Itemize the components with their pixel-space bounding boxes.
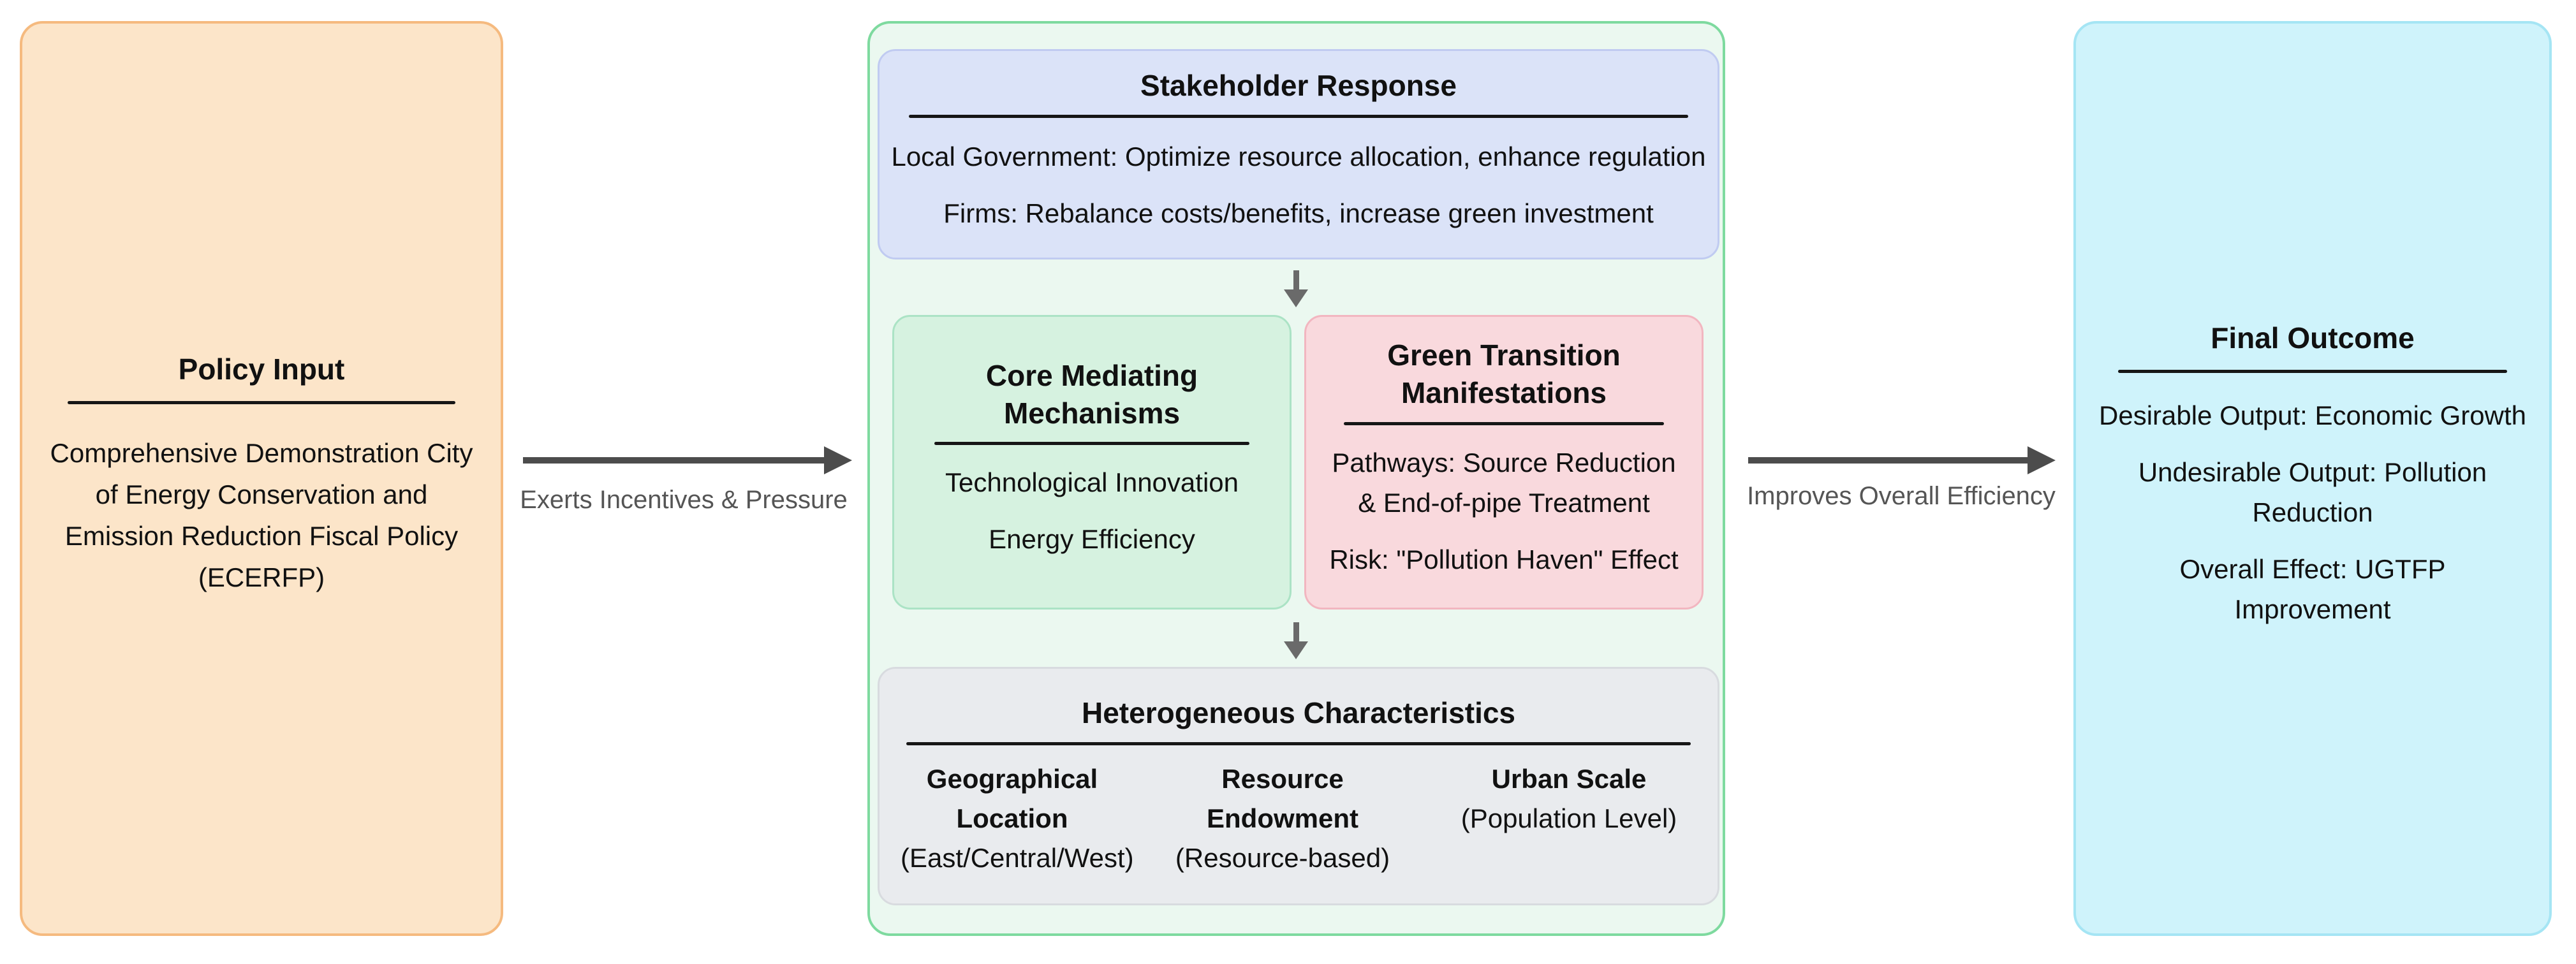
green-transition-box: Green Transition Manifestations Pathways… bbox=[1304, 315, 1704, 610]
arrow-down-icon bbox=[1284, 622, 1308, 659]
arrow-head bbox=[1284, 641, 1308, 659]
hetero-column-urban: Urban Scale (Population Level) bbox=[1441, 759, 1696, 878]
policy-input-title: Policy Input bbox=[178, 352, 345, 386]
arrow-shaft bbox=[1293, 270, 1299, 289]
transition-title-underline bbox=[1344, 421, 1664, 425]
heterogeneous-columns: Geographical Location (East/Central/West… bbox=[890, 759, 1707, 878]
green-transition-title: Green Transition Manifestations bbox=[1387, 339, 1621, 409]
arrow-shaft bbox=[1293, 622, 1299, 641]
core-line-innovation: Technological Innovation bbox=[945, 467, 1239, 498]
transition-line-pathways: Pathways: Source Reduction & End-of-pipe… bbox=[1332, 447, 1676, 518]
arrow-head bbox=[1284, 289, 1308, 307]
heterogeneous-title-underline bbox=[906, 741, 1691, 745]
outcome-title-underline bbox=[2118, 369, 2507, 373]
outcome-line-undesirable: Undesirable Output: Pollution Reduction bbox=[2138, 456, 2487, 527]
stakeholder-response-box: Stakeholder Response Local Government: O… bbox=[878, 49, 1719, 259]
resource-header: Resource Endowment bbox=[1207, 763, 1358, 833]
policy-title-underline bbox=[68, 400, 455, 404]
urban-sub: (Population Level) bbox=[1461, 803, 1677, 833]
policy-input-box: Policy Input Comprehensive Demonstration… bbox=[20, 21, 503, 936]
urban-header: Urban Scale bbox=[1491, 763, 1647, 794]
arrow-right-icon bbox=[523, 446, 852, 474]
hetero-column-geography: Geographical Location (East/Central/West… bbox=[901, 759, 1134, 878]
core-mechanisms-box: Core Mediating Mechanisms Technological … bbox=[892, 315, 1292, 610]
core-line-efficiency: Energy Efficiency bbox=[989, 524, 1195, 555]
heterogeneous-title: Heterogeneous Characteristics bbox=[1081, 696, 1516, 729]
geography-header: Geographical Location bbox=[926, 763, 1098, 833]
arrow-right-icon bbox=[1748, 446, 2056, 474]
stakeholder-line-government: Local Government: Optimize resource allo… bbox=[891, 141, 1706, 172]
arrow-head bbox=[2028, 446, 2056, 474]
stakeholder-response-title: Stakeholder Response bbox=[1140, 69, 1457, 103]
geography-sub: (East/Central/West) bbox=[901, 843, 1134, 873]
arrow-down-icon bbox=[1284, 270, 1308, 307]
arrow-shaft bbox=[523, 457, 824, 464]
arrow-shaft bbox=[1748, 457, 2028, 464]
core-mechanisms-title: Core Mediating Mechanisms bbox=[985, 358, 1198, 430]
stakeholder-line-firms: Firms: Rebalance costs/benefits, increas… bbox=[943, 198, 1654, 228]
incentives-arrow-label: Exerts Incentives & Pressure bbox=[520, 486, 848, 514]
stakeholder-title-underline bbox=[909, 114, 1688, 118]
core-title-underline bbox=[934, 442, 1250, 446]
resource-sub: (Resource-based) bbox=[1175, 843, 1390, 873]
final-outcome-box: Final Outcome Desirable Output: Economic… bbox=[2073, 21, 2552, 936]
outcome-line-desirable: Desirable Output: Economic Growth bbox=[2099, 400, 2526, 430]
outcome-line-overall: Overall Effect: UGTFP Improvement bbox=[2179, 553, 2446, 624]
arrow-head bbox=[824, 446, 852, 474]
heterogeneous-box: Heterogeneous Characteristics Geographic… bbox=[878, 667, 1719, 905]
policy-input-body: Comprehensive Demonstration City of Ener… bbox=[50, 437, 473, 593]
transition-line-risk: Risk: "Pollution Haven" Effect bbox=[1329, 544, 1679, 574]
hetero-column-resource: Resource Endowment (Resource-based) bbox=[1145, 759, 1420, 878]
final-outcome-title: Final Outcome bbox=[2211, 321, 2415, 355]
efficiency-arrow-label: Improves Overall Efficiency bbox=[1747, 482, 2056, 510]
